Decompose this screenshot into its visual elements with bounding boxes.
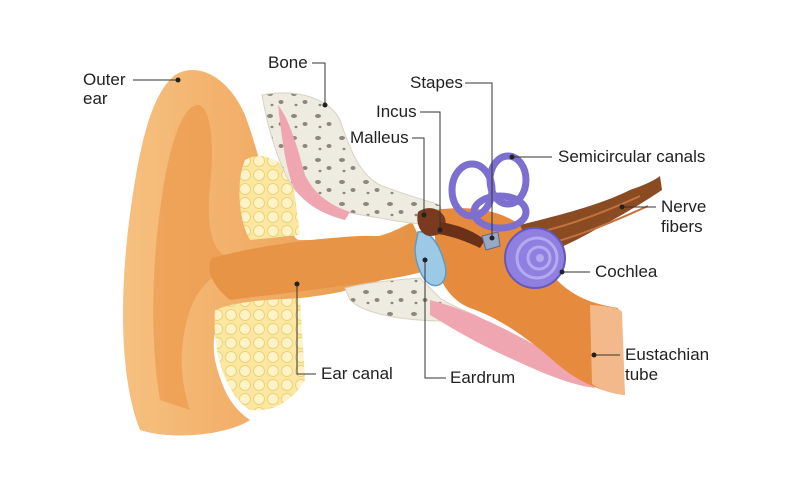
leader-eardrum bbox=[424, 260, 446, 379]
eustachian-tube bbox=[590, 305, 625, 395]
label-stapes: Stapes bbox=[410, 73, 463, 92]
label-outer-ear-line2: ear bbox=[83, 89, 108, 108]
leader-incus bbox=[420, 111, 441, 230]
label-incus: Incus bbox=[376, 102, 417, 121]
leader-malleus bbox=[412, 137, 425, 215]
label-ear-canal: Ear canal bbox=[321, 364, 393, 383]
label-cochlea: Cochlea bbox=[595, 262, 658, 281]
label-outer-ear-line1: Outer bbox=[83, 70, 126, 89]
tissue-pink-lower bbox=[430, 300, 595, 388]
eardrum bbox=[414, 231, 447, 287]
tissue-pink-upper bbox=[278, 105, 350, 220]
label-eustachian-tube-line1: Eustachian bbox=[625, 345, 710, 364]
outer-ear-inner-fold bbox=[153, 104, 240, 410]
label-bone: Bone bbox=[268, 53, 308, 72]
label-nerve-fibers-line2: fibers bbox=[661, 217, 703, 236]
label-nerve-fibers-line1: Nerve bbox=[661, 197, 707, 216]
label-semicircular-canals: Semicircular canals bbox=[558, 147, 706, 166]
ear-canal bbox=[209, 235, 422, 300]
label-eustachian-tube-line2: tube bbox=[625, 365, 659, 384]
incus bbox=[438, 222, 485, 248]
fat-tissue-upper bbox=[239, 155, 300, 240]
middle-ear-cavity bbox=[435, 208, 625, 395]
leader-bone bbox=[312, 62, 326, 105]
label-malleus: Malleus bbox=[350, 128, 409, 147]
label-eardrum: Eardrum bbox=[450, 368, 516, 387]
leader-stapes bbox=[465, 82, 493, 238]
cochlea bbox=[504, 227, 566, 289]
stapes bbox=[481, 231, 501, 251]
leader-ear-canal bbox=[296, 284, 316, 375]
fat-tissue-lower bbox=[214, 298, 305, 411]
